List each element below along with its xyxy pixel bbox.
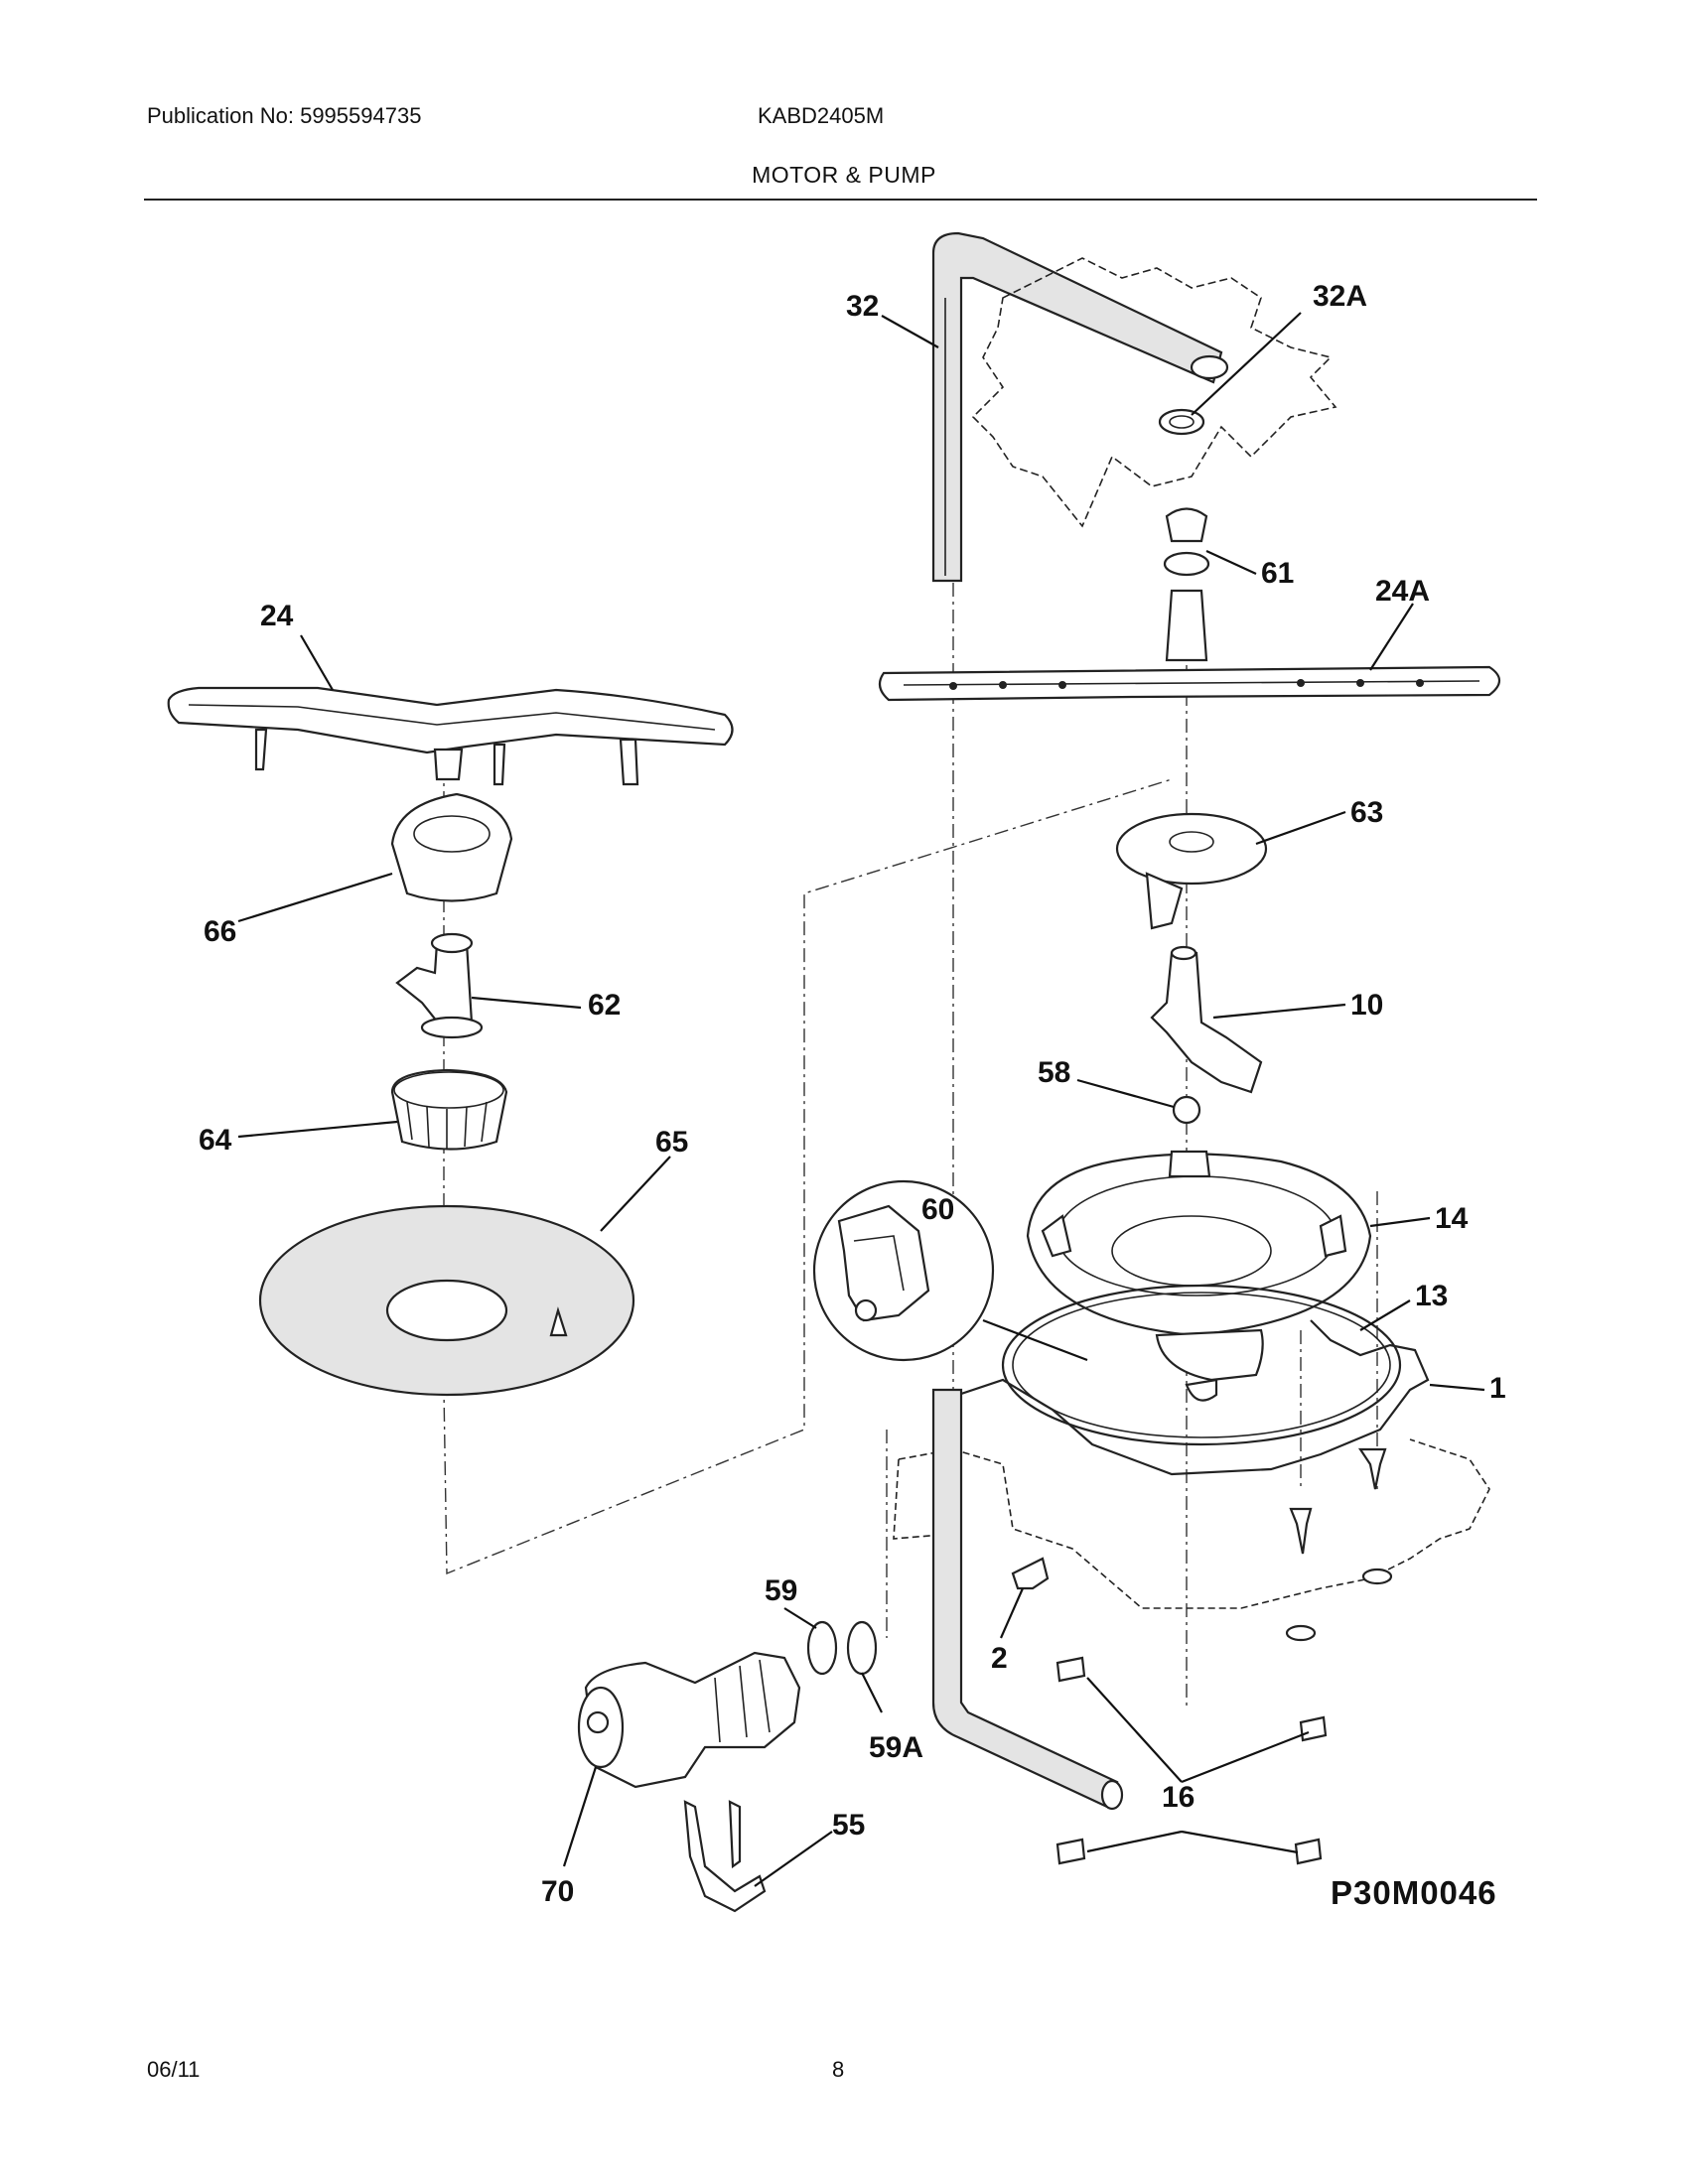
cap-part-63 (1115, 812, 1268, 930)
page-number: 8 (832, 2057, 845, 2082)
callout-32A: 32A (1313, 280, 1367, 313)
callout-66: 66 (204, 915, 236, 948)
callout-60: 60 (921, 1193, 954, 1226)
callout-24: 24 (260, 600, 294, 632)
callout-58: 58 (1038, 1056, 1070, 1089)
callout-13: 13 (1415, 1280, 1448, 1312)
sump-housing-14 (1026, 1150, 1372, 1402)
gear-housing-66 (390, 792, 513, 902)
callout-1: 1 (1489, 1372, 1506, 1405)
filter-basket-64 (390, 1068, 508, 1151)
callout-32: 32 (846, 290, 879, 323)
nut-part-61 (1163, 507, 1210, 577)
fine-filter-disc-65 (258, 1204, 635, 1397)
pump-motor-70 (577, 1651, 801, 1789)
drawing-code: P30M0046 (1331, 1874, 1497, 1911)
callout-55: 55 (832, 1809, 865, 1842)
hub-part-62 (395, 932, 484, 1039)
callout-labels: 32 32A 61 24A 24 63 66 62 10 58 64 65 14… (199, 280, 1506, 1908)
detail-inset-60 (812, 1179, 995, 1362)
lower-spray-arm-24 (167, 686, 734, 786)
upper-mounting-plate-outline (971, 257, 1337, 528)
callout-65: 65 (655, 1126, 688, 1159)
callout-16: 16 (1162, 1781, 1195, 1814)
callout-62: 62 (588, 989, 621, 1022)
tub-gasket-1 (942, 1319, 1430, 1476)
callout-10: 10 (1350, 989, 1383, 1022)
callout-63: 63 (1350, 796, 1383, 829)
callout-24A: 24A (1375, 575, 1430, 608)
header-rule (144, 199, 1537, 201)
seal-part-32A (1158, 408, 1205, 436)
callout-59A: 59A (869, 1731, 923, 1764)
upper-spray-arm-tube (931, 231, 1229, 583)
footer-date: 06/11 (147, 2057, 201, 2082)
callout-70: 70 (541, 1875, 574, 1908)
model-number: KABD2405M (758, 103, 885, 128)
check-ball-58 (1172, 1095, 1201, 1125)
callout-2: 2 (991, 1642, 1008, 1675)
o-rings-59 (806, 1620, 878, 1676)
drain-hose (931, 1388, 1124, 1811)
manifold-part-10 (1150, 945, 1263, 1094)
callout-leader-lines (237, 312, 1485, 1887)
motor-bracket-55 (683, 1800, 767, 1913)
publication-number: Publication No: 5995594735 (147, 103, 422, 128)
clip-part-2 (1011, 1557, 1050, 1590)
upper-spray-arm-24A (878, 589, 1501, 702)
section-title: MOTOR & PUMP (752, 162, 936, 188)
seal-ring-13 (1001, 1284, 1402, 1446)
leveling-feet-16 (1055, 1656, 1328, 1865)
mounting-screws (1285, 1447, 1393, 1642)
callout-14: 14 (1435, 1202, 1469, 1235)
tub-floor-outline (893, 1438, 1490, 1609)
callout-59: 59 (765, 1574, 797, 1607)
callout-61: 61 (1261, 557, 1294, 590)
callout-64: 64 (199, 1124, 232, 1157)
